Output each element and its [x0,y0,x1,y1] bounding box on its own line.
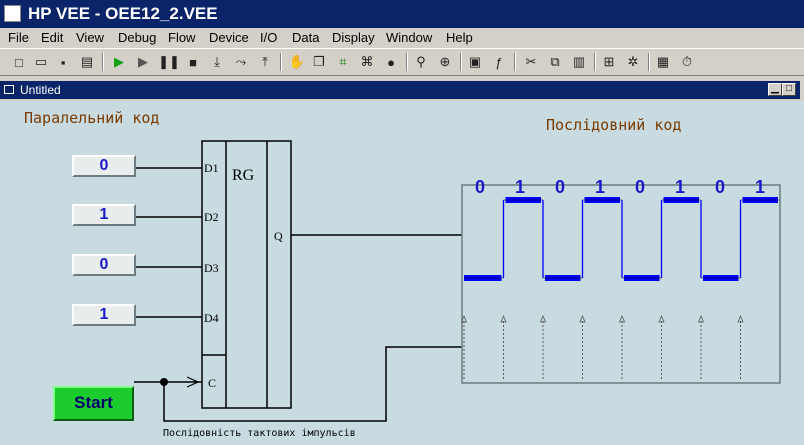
untitled-window: Untitled ▁ □ [0,80,804,445]
clock-marker-arrow [618,314,626,323]
menu-file[interactable]: File [8,30,29,45]
stop-icon[interactable]: ■ [189,54,197,70]
clock-marker-arrow [658,314,665,323]
step-over-icon[interactable]: ⤳ [235,54,247,69]
clock-caption: Послідовність тактових імпульсів [163,428,356,439]
menu-bar: File Edit View Debug Flow Device I/O Dat… [0,28,804,48]
menu-flow[interactable]: Flow [168,30,196,45]
toolbar: □ ▭ ▪ ▤ ▶ ▶ ❚❚ ■ ⤓ ⤳ ⤒ ✋ ❐ ⌗ ⌘ ● ⚲ ⊕ ▣ ƒ… [0,48,804,76]
input-d1[interactable]: 0 [72,155,136,177]
register-title: RG [232,167,255,184]
serial-bit: 0 [635,177,646,197]
wire-icon[interactable]: ✲ [627,54,639,69]
serial-waveform [460,197,780,381]
menu-view[interactable]: View [76,30,104,45]
menu-io[interactable]: I/O [260,30,278,45]
menu-data[interactable]: Data [292,30,320,45]
register-output-q: Q [274,229,283,243]
register-input-d2: D2 [204,210,219,224]
serial-bit: 1 [675,177,686,197]
step-into-icon[interactable]: ⤓ [214,54,220,69]
child-title: Untitled [20,83,61,97]
open-icon[interactable]: ▭ [34,54,48,69]
line-probe-icon[interactable]: ⌗ [339,54,347,69]
app-icon [4,5,21,22]
menu-debug[interactable]: Debug [118,30,157,45]
serial-bit: 1 [515,177,526,197]
minimize-button[interactable]: ▁ [768,83,782,96]
clock-marker-arrow [737,314,744,323]
properties-icon[interactable]: ▣ [468,54,482,69]
child-title-bar: Untitled ▁ □ [0,81,800,99]
register-input-d4: D4 [204,311,219,325]
toolbar-separator [594,53,596,71]
zoom-icon[interactable]: ⊕ [439,54,451,69]
register-clock: C [208,376,217,390]
cut-icon[interactable]: ✂ [525,54,537,69]
timer-icon[interactable]: ⏱ [681,54,693,69]
input-d2[interactable]: 1 [72,204,136,226]
new-icon[interactable]: □ [15,54,23,70]
toolbar-separator [648,53,650,71]
clock-marker-arrow [579,314,586,323]
app-title: HP VEE - OEE12_2.VEE [28,4,218,23]
input-d3[interactable]: 0 [72,254,136,276]
function-icon[interactable]: ƒ [495,54,503,70]
toolbar-separator [280,53,282,71]
parallel-code-label: Паралельний код [24,109,160,127]
toolbar-separator [460,53,462,71]
panel-view-icon[interactable]: ▦ [656,54,670,69]
menu-help[interactable]: Help [446,30,473,45]
menu-display[interactable]: Display [332,30,375,45]
toolbar-separator [514,53,516,71]
serial-bit: 1 [595,177,606,197]
app-title-bar: HP VEE - OEE12_2.VEE [0,0,804,28]
save-icon[interactable]: ▪ [60,54,66,70]
work-area: Паралельний код Послідовний код 0 1 0 1 … [0,101,804,445]
serial-code-label: Послідовний код [546,116,682,134]
step-icon[interactable]: ▶ [138,54,148,69]
start-button[interactable]: Start [53,386,134,421]
run-icon[interactable]: ▶ [114,54,124,69]
serial-bit: 0 [475,177,486,197]
find-icon[interactable]: ⚲ [416,54,426,69]
menu-window[interactable]: Window [386,30,433,45]
step-out-icon[interactable]: ⤒ [262,54,268,69]
window-icon [4,85,14,94]
input-d4[interactable]: 1 [72,304,136,326]
record-icon[interactable]: ● [387,54,395,70]
clock-marker-arrow [500,314,507,323]
serial-bit: 1 [755,177,766,197]
toolbar-separator [102,53,104,71]
copy-object-icon[interactable]: ❐ [313,54,325,69]
paste-icon[interactable]: ▥ [572,54,586,69]
align-icon[interactable]: ⊞ [603,54,615,69]
hand-icon[interactable]: ✋ [288,54,306,69]
register-input-d3: D3 [204,261,219,275]
clock-marker-arrow [460,314,468,323]
serial-bit: 0 [555,177,566,197]
copy-icon[interactable]: ⧉ [550,54,560,69]
pause-icon[interactable]: ❚❚ [158,54,180,69]
activity-icon[interactable]: ⌘ [360,54,374,69]
menu-edit[interactable]: Edit [41,30,64,45]
schematic-wires [134,140,781,422]
maximize-button[interactable]: □ [782,83,796,96]
register-input-d1: D1 [204,161,219,175]
menu-device[interactable]: Device [209,30,249,45]
clock-marker-arrow [539,314,547,323]
serial-bit: 0 [715,177,726,197]
print-icon[interactable]: ▤ [80,54,94,69]
clock-marker-arrow [697,314,705,323]
toolbar-separator [406,53,408,71]
